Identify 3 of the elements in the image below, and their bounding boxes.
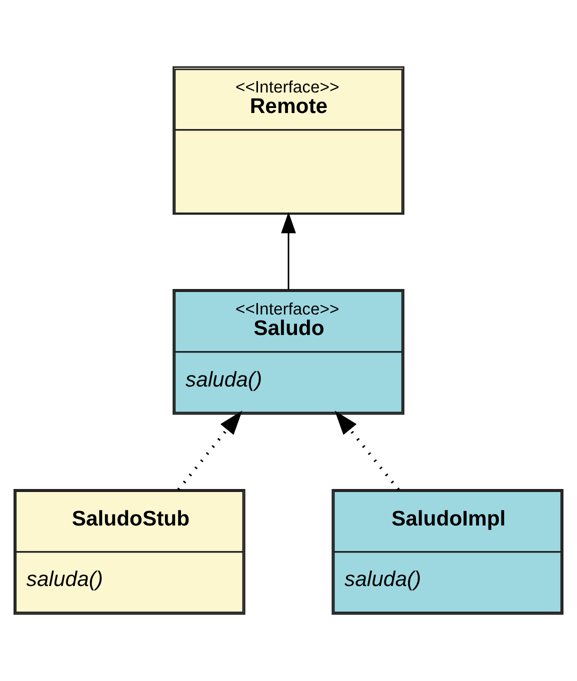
arrow: [177, 410, 242, 491]
arrow: [281, 212, 296, 290]
arrow: [334, 410, 400, 491]
